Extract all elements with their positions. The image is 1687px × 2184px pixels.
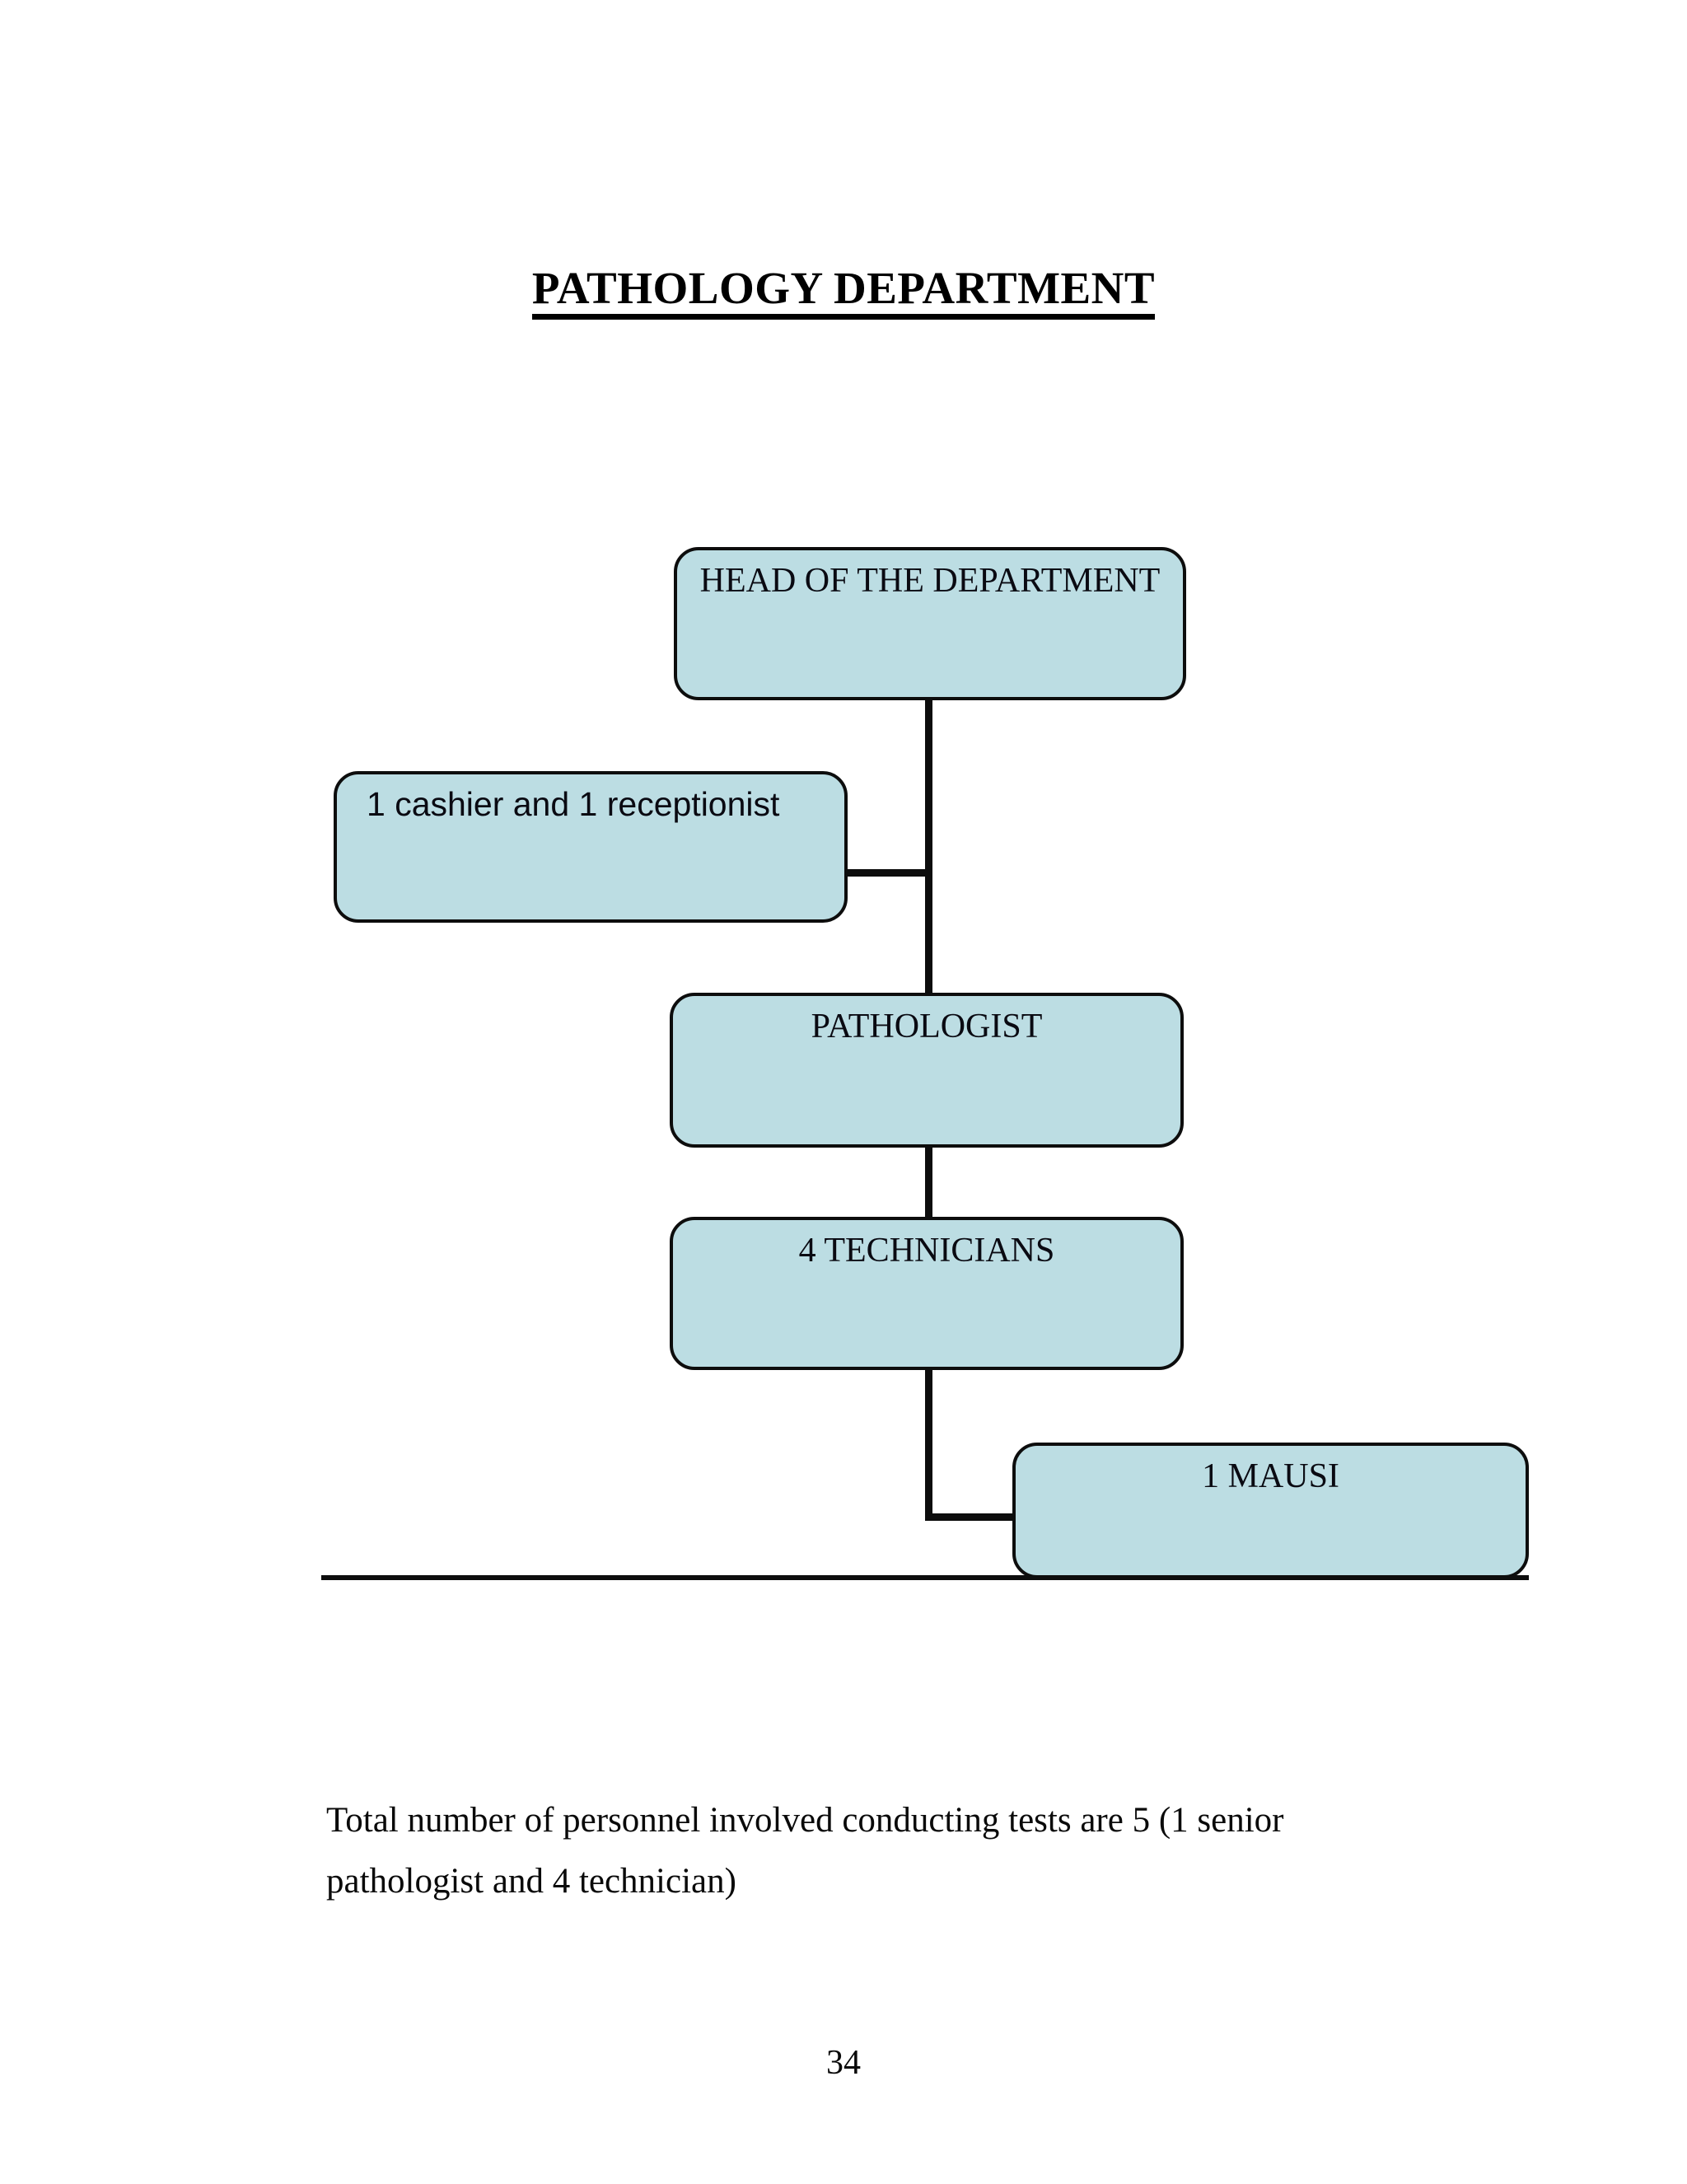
node-pathologist-label: PATHOLOGIST (811, 1008, 1043, 1045)
connector-technicians-to-mausi (925, 1513, 1020, 1521)
node-head-of-department[interactable]: HEAD OF THE DEPARTMENT (674, 547, 1186, 700)
summary-paragraph: Total number of personnel involved condu… (326, 1801, 1284, 1901)
connector-hod-to-cashier (842, 869, 929, 877)
page-number: 34 (826, 2044, 861, 2082)
connector-pathologist-to-technicians (925, 1144, 932, 1223)
page-title: PATHOLOGY DEPARTMENT (0, 265, 1687, 320)
node-technicians[interactable]: 4 TECHNICIANS (670, 1217, 1184, 1370)
connector-technicians-trunk-down (925, 1367, 932, 1520)
chart-divider-rule (321, 1575, 1529, 1580)
node-cashier-receptionist[interactable]: 1 cashier and 1 receptionist (334, 771, 848, 923)
node-pathologist[interactable]: PATHOLOGIST (670, 993, 1184, 1148)
node-technicians-label: 4 TECHNICIANS (798, 1232, 1055, 1270)
node-mausi-label: 1 MAUSI (1202, 1457, 1339, 1495)
connector-hod-to-pathologist (925, 911, 932, 997)
connector-hod-trunk (925, 700, 932, 918)
node-head-of-department-label: HEAD OF THE DEPARTMENT (699, 562, 1161, 600)
node-cashier-receptionist-label: 1 cashier and 1 receptionist (367, 785, 780, 823)
node-mausi[interactable]: 1 MAUSI (1012, 1443, 1529, 1578)
page-title-text: PATHOLOGY DEPARTMENT (531, 265, 1156, 320)
